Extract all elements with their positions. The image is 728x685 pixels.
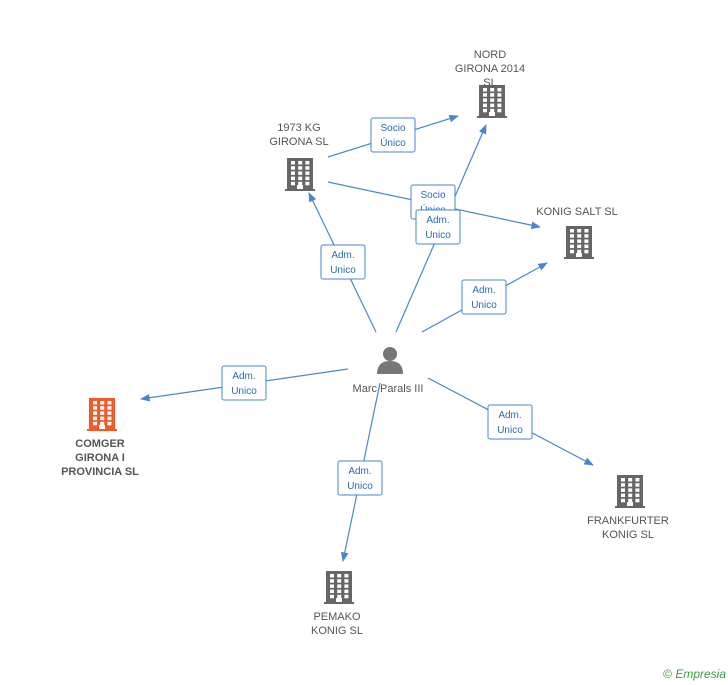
node-konigsalt[interactable]: KONIG SALT SL: [536, 206, 618, 259]
node-label: SL: [483, 77, 496, 89]
edge-label-box: [221, 365, 267, 401]
node-label: PROVINCIA SL: [61, 466, 139, 478]
edge-label-text: Unico: [347, 481, 373, 492]
building-icon: [87, 398, 117, 431]
edge-label-text: Adm.: [498, 410, 521, 421]
node-label: PEMAKO: [313, 611, 361, 623]
edge-label-text: Adm.: [232, 371, 255, 382]
edge-label-box: [337, 460, 383, 496]
edge-label[interactable]: Adm. Unico: [221, 365, 267, 401]
edge-label-box: [370, 117, 416, 153]
node-label: 1973 KG: [277, 122, 320, 134]
edge-label-text: Unico: [497, 425, 523, 436]
edge-label[interactable]: Adm. Unico: [461, 279, 507, 315]
node-label: GIRONA I: [75, 452, 125, 464]
node-label: GIRONA 2014: [455, 63, 525, 75]
edge-label[interactable]: Adm. Unico: [337, 460, 383, 496]
node-label: GIRONA SL: [269, 136, 328, 148]
node-label: NORD: [474, 49, 506, 61]
node-kg1973[interactable]: 1973 KG GIRONA SL: [269, 122, 329, 191]
edge-label[interactable]: Adm. Unico: [320, 244, 366, 280]
edge-labels-layer: SocioÚnicoSocioÚnicoAdm.UnicoAdm.UnicoAd…: [221, 117, 533, 496]
building-icon: [285, 158, 315, 191]
node-label: COMGER: [75, 438, 125, 450]
node-label: FRANKFURTER: [587, 515, 669, 527]
edge-label-box: [487, 404, 533, 440]
node-comger[interactable]: COMGER GIRONA I PROVINCIA SL: [61, 398, 139, 478]
edge-label-text: Unico: [231, 386, 257, 397]
building-icon: [564, 226, 594, 259]
edge-label-text: Adm.: [426, 215, 449, 226]
edge-label[interactable]: Adm. Unico: [415, 209, 461, 245]
node-pemako[interactable]: PEMAKO KONIG SL: [311, 571, 363, 637]
edge-label-box: [320, 244, 366, 280]
node-person[interactable]: Marc Parals III: [353, 347, 424, 395]
footer: © Empresia: [663, 667, 726, 681]
edge-label[interactable]: Adm. Unico: [487, 404, 533, 440]
edge-label-text: Adm.: [348, 466, 371, 477]
edge-label-box: [415, 209, 461, 245]
edge-label-text: Socio: [420, 190, 445, 201]
edge-label-text: Socio: [380, 123, 405, 134]
edge-label-text: Unico: [330, 265, 356, 276]
node-frankfurter[interactable]: FRANKFURTER KONIG SL: [587, 475, 669, 541]
node-label: KONIG SL: [311, 625, 363, 637]
edge-label-text: Adm.: [331, 250, 354, 261]
building-icon: [477, 85, 507, 118]
copyright-symbol: ©: [663, 667, 672, 681]
node-label: KONIG SL: [602, 529, 654, 541]
edge-label-text: Unico: [425, 230, 451, 241]
building-icon: [324, 571, 354, 604]
node-label: Marc Parals III: [353, 383, 424, 395]
edge-label-text: Unico: [471, 300, 497, 311]
building-icon: [615, 475, 645, 508]
edge-label-text: Adm.: [472, 285, 495, 296]
edge-label-text: Único: [380, 136, 406, 149]
node-label: KONIG SALT SL: [536, 206, 618, 218]
brand-logo[interactable]: Empresia: [675, 667, 726, 681]
person-icon: [377, 347, 403, 374]
edge-label-box: [461, 279, 507, 315]
